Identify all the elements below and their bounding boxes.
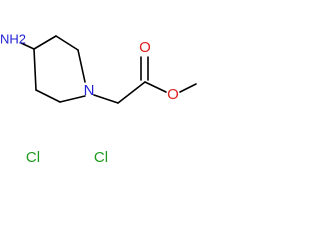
chloride-ion-2: Cl xyxy=(94,149,108,166)
bond-c5-c4 xyxy=(33,48,37,91)
ester-oxygen-label: O xyxy=(167,86,179,103)
bond-c2-n xyxy=(77,49,86,83)
structure-canvas: NH2 N O O Cl Cl xyxy=(0,31,197,166)
bond-ch2-carbonyl xyxy=(117,81,146,104)
bond-carbonyl-ester-o xyxy=(144,81,167,93)
molecule-diagram: NH2 N O O Cl Cl xyxy=(0,31,197,166)
bond-n-ch2 xyxy=(93,94,119,104)
bond-ester-o-methyl xyxy=(179,83,197,93)
chloride-ion-1: Cl xyxy=(26,149,40,166)
bond-n-c6 xyxy=(59,95,86,103)
bond-c6-c5 xyxy=(35,89,61,103)
bond-c4-nh2 xyxy=(20,42,35,50)
bond-c3-c2 xyxy=(55,35,79,51)
carbonyl-oxygen-label: O xyxy=(139,39,151,56)
bond-c4-c3 xyxy=(33,35,57,50)
ring-nitrogen-label: N xyxy=(84,82,95,99)
amino-group-label: NH2 xyxy=(0,31,26,46)
